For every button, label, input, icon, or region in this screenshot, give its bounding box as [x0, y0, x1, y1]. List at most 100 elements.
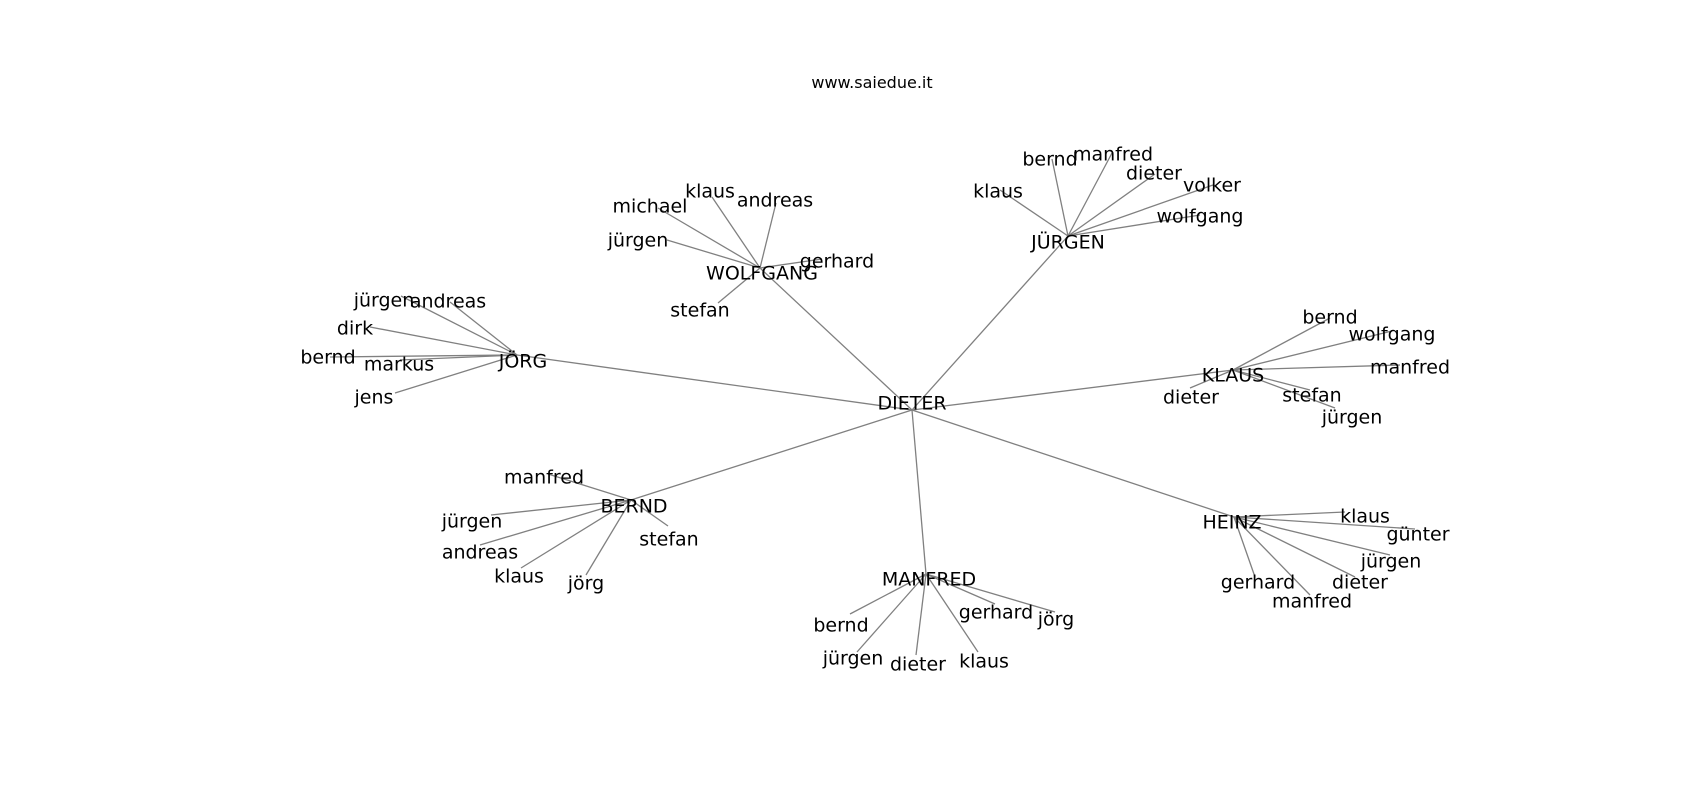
edge-manfred-leaf [856, 573, 927, 653]
edge-wolfgang-leaf [666, 239, 761, 269]
edge-center-bernd [630, 409, 913, 501]
edge-klaus-leaf [1232, 364, 1401, 371]
leaf-label: jürgen [1360, 551, 1422, 573]
page-title: www.saiedue.it [811, 73, 932, 92]
edge-bernd-leaf [630, 499, 669, 527]
leaf-label: dieter [890, 654, 946, 676]
edge-jürgen-leaf [1067, 173, 1156, 237]
edge-bernd-leaf [479, 499, 632, 546]
edge-wolfgang-leaf [717, 267, 761, 304]
edge-bernd-leaf [490, 499, 632, 516]
edge-klaus-leaf [1189, 369, 1234, 389]
edge-jürgen-leaf [999, 189, 1069, 237]
edge-heinz-leaf [1233, 511, 1346, 518]
hub-label: WOLFGANG [706, 263, 818, 285]
leaf-label: klaus [685, 181, 735, 203]
leaf-label: günter [1386, 524, 1449, 546]
leaf-label: jens [354, 387, 394, 409]
edge-center-manfred [911, 409, 927, 575]
leaf-label: andreas [410, 291, 486, 313]
edge-heinz-leaf [1233, 516, 1256, 578]
edge-center-heinz [911, 409, 1235, 518]
edge-manfred-leaf [849, 573, 927, 615]
leaf-label: andreas [442, 542, 518, 564]
edges-layer [329, 152, 1416, 656]
edge-wolfgang-leaf [657, 207, 761, 269]
leaf-label: klaus [1340, 506, 1390, 528]
edge-wolfgang-leaf [759, 258, 823, 269]
leaf-label: jürgen [353, 290, 415, 312]
leaf-label: andreas [737, 190, 813, 212]
leaf-label: stefan [639, 529, 698, 551]
leaf-label: dirk [337, 318, 373, 340]
edge-bernd-leaf [520, 499, 632, 569]
edge-heinz-leaf [1233, 516, 1311, 596]
leaf-label: jörg [1037, 609, 1074, 631]
leaf-label: bernd [813, 615, 868, 637]
edge-jörg-leaf [399, 354, 518, 361]
edge-center-wolfgang [759, 267, 913, 411]
edge-manfred-leaf [925, 573, 1056, 613]
leaf-label: klaus [973, 181, 1023, 203]
leaf-label: bernd [300, 347, 355, 369]
hub-label: BERND [600, 496, 667, 518]
leaf-label: bernd [1022, 149, 1077, 171]
edge-bernd-leaf [585, 499, 632, 576]
leaf-label: jürgen [607, 230, 669, 252]
leaf-label: dieter [1163, 387, 1219, 409]
hub-label: HEINZ [1202, 512, 1261, 534]
hub-label: KLAUS [1202, 365, 1264, 387]
edge-klaus-leaf [1232, 317, 1331, 371]
hub-label: JÜRGEN [1030, 231, 1105, 254]
leaf-label: markus [364, 354, 434, 376]
edge-heinz-leaf [1233, 516, 1416, 530]
leaf-label: manfred [1272, 591, 1352, 613]
edge-center-klaus [911, 369, 1234, 411]
edge-klaus-leaf [1232, 369, 1311, 391]
leaf-label: wolfgang [1157, 206, 1244, 228]
edge-manfred-leaf [925, 573, 979, 653]
edge-klaus-leaf [1232, 330, 1393, 371]
leaf-label: dieter [1332, 572, 1388, 594]
leaf-label: jürgen [441, 511, 503, 533]
edge-manfred-leaf [915, 573, 927, 656]
leaf-label: stefan [1282, 385, 1341, 407]
leaf-label: klaus [494, 566, 544, 588]
edge-heinz-leaf [1233, 516, 1356, 578]
leaf-label: bernd [1302, 307, 1357, 329]
edge-heinz-leaf [1233, 516, 1391, 556]
leaf-label: manfred [1370, 357, 1450, 379]
edge-bernd-leaf [547, 473, 632, 501]
edge-jörg-leaf [394, 354, 518, 394]
hub-label: JÖRG [498, 350, 547, 373]
leaf-label: wolfgang [1349, 324, 1436, 346]
leaf-label: dieter [1126, 163, 1182, 185]
edge-center-jürgen [911, 235, 1069, 411]
center-node-label: DIETER [877, 393, 946, 415]
edge-jürgen-leaf [1067, 152, 1113, 237]
edge-jürgen-leaf [1067, 184, 1214, 237]
leaf-label: gerhard [1221, 572, 1295, 594]
edge-manfred-leaf [925, 573, 996, 605]
edge-wolfgang-leaf [711, 196, 761, 269]
leaf-label: gerhard [959, 602, 1033, 624]
leaf-label: gerhard [800, 251, 874, 273]
edge-jörg-leaf [449, 301, 518, 356]
leaf-label: jürgen [1321, 407, 1383, 429]
edge-wolfgang-leaf [759, 202, 777, 269]
hub-label: MANFRED [882, 569, 976, 591]
edge-jörg-leaf [369, 326, 518, 356]
leaf-label: klaus [959, 651, 1009, 673]
leaf-label: jürgen [822, 648, 884, 670]
leaf-label: manfred [504, 467, 584, 489]
edge-center-jörg [516, 354, 913, 411]
edge-jürgen-leaf [1067, 214, 1201, 237]
leaf-label: stefan [670, 300, 729, 322]
edge-jörg-leaf [400, 295, 518, 356]
edge-klaus-leaf [1232, 369, 1336, 409]
leaf-label: jörg [567, 573, 604, 595]
leaf-label: volker [1183, 175, 1241, 197]
edge-jörg-leaf [329, 354, 518, 358]
